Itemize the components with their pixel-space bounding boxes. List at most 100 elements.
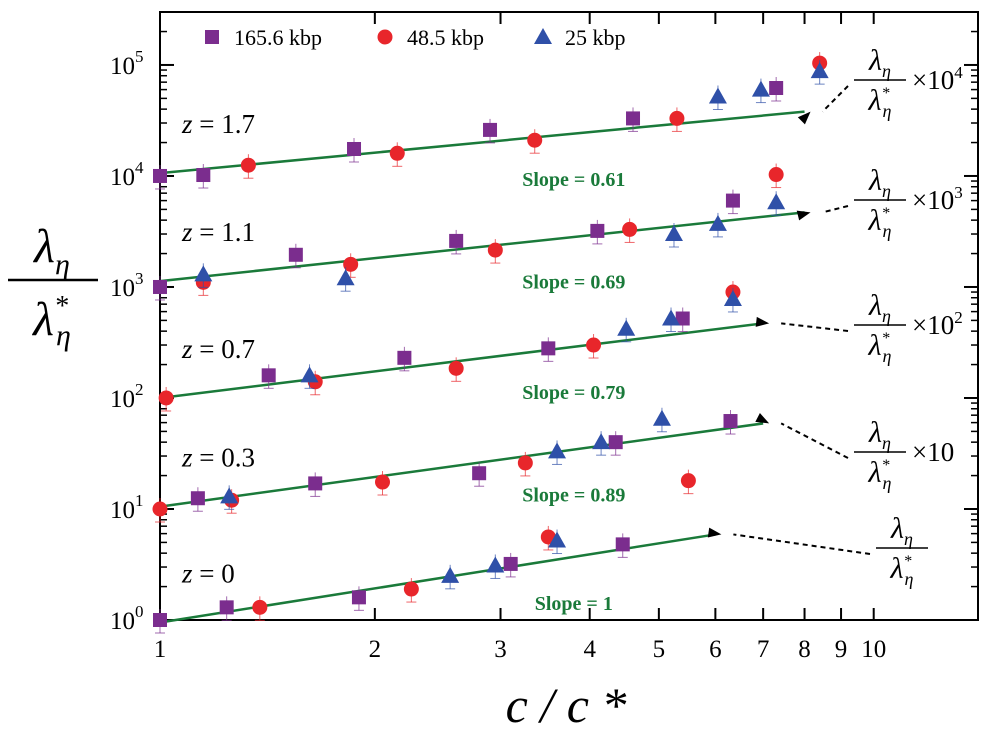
plot-frame — [159, 11, 979, 621]
x-tick-label: 7 — [757, 636, 770, 663]
x-tick-label: 10 — [861, 636, 886, 663]
legend-label: 25 kbp — [565, 25, 626, 50]
data-point — [240, 157, 256, 173]
data-point — [153, 613, 167, 627]
data-point — [441, 566, 460, 583]
x-tick-label: 8 — [798, 636, 811, 663]
slope-label: Slope = 0.79 — [522, 382, 625, 404]
y-tick-label: 100 — [110, 602, 144, 635]
y-axis-title: λη λ*η — [8, 220, 98, 352]
data-point — [548, 531, 567, 548]
annotation-denominator: λ*η — [868, 456, 892, 493]
x-tick-label: 2 — [369, 636, 382, 663]
annotation-numerator: λη — [868, 416, 891, 453]
z-label: z = 1.1 — [181, 217, 255, 247]
x-tick-label: 5 — [653, 636, 666, 663]
data-point — [472, 466, 487, 481]
data-point — [220, 487, 239, 504]
data-point — [590, 223, 605, 238]
data-point — [669, 110, 685, 126]
annotation-arrow-head — [797, 111, 811, 125]
y-axis-title-denominator: λ*η — [31, 291, 71, 352]
x-axis-title: c / c * — [506, 677, 627, 733]
data-point — [810, 62, 829, 79]
annotation-numerator: λη — [890, 512, 913, 549]
fit-line — [159, 211, 805, 283]
data-point — [767, 193, 786, 210]
data-point — [503, 556, 518, 571]
data-point — [347, 141, 362, 156]
data-point — [252, 599, 268, 615]
data-point — [527, 132, 543, 148]
annotation-numerator: λη — [868, 44, 891, 81]
data-point — [300, 366, 319, 383]
annotation-factor: ×104 — [912, 63, 963, 95]
data-point — [675, 311, 690, 326]
legend-marker — [377, 29, 393, 45]
annotation-arrow-line — [821, 85, 849, 113]
y-tick-label: 102 — [110, 380, 144, 413]
data-point — [448, 360, 464, 376]
legend-marker — [205, 30, 219, 44]
annotation-arrow-line — [733, 533, 871, 555]
z-label: z = 0 — [181, 558, 235, 588]
x-tick-label: 4 — [583, 636, 596, 663]
z-label: z = 1.7 — [181, 109, 255, 139]
data-point — [153, 279, 167, 294]
data-point — [308, 476, 323, 491]
data-point — [449, 233, 464, 248]
data-point — [261, 368, 276, 383]
data-point — [708, 87, 727, 104]
data-points — [152, 52, 829, 634]
annotation-factor: ×10 — [912, 437, 954, 467]
annotation-numerator: λη — [868, 164, 891, 201]
annotation-denominator: λ*η — [890, 552, 914, 589]
ratio-annotation: ληλ*η×103 — [796, 164, 963, 241]
fit-lines — [159, 110, 805, 624]
data-point — [190, 491, 205, 506]
data-point — [751, 80, 770, 97]
annotation-arrow-head — [707, 527, 722, 538]
ratio-annotation: ληλ*η×104 — [797, 44, 963, 125]
data-point — [375, 474, 391, 490]
slope-label: Slope = 0.69 — [522, 272, 625, 294]
data-point — [622, 221, 638, 237]
x-tick-label: 3 — [494, 636, 507, 663]
y-tick-label: 101 — [110, 491, 144, 524]
data-point — [153, 168, 167, 183]
data-point — [662, 309, 681, 326]
annotation-factor: ×103 — [912, 183, 963, 215]
z-label: z = 0.3 — [181, 443, 255, 473]
data-point — [196, 168, 211, 183]
slope-label: Slope = 0.89 — [522, 484, 625, 506]
data-point — [723, 289, 742, 306]
data-point — [219, 600, 234, 615]
data-point — [608, 435, 623, 450]
x-tick-label: 6 — [709, 636, 722, 663]
y-tick-label: 103 — [110, 269, 144, 302]
y-tick-label: 104 — [110, 158, 144, 191]
data-point — [652, 409, 671, 426]
data-point — [158, 390, 174, 406]
y-tick-label: 105 — [110, 47, 144, 80]
data-point — [343, 256, 359, 272]
fit-line — [159, 533, 716, 624]
data-point — [483, 122, 498, 137]
y-axis-title-numerator: λη — [32, 220, 70, 281]
data-point — [680, 473, 696, 489]
data-point — [626, 111, 641, 126]
data-point — [723, 414, 738, 429]
data-point — [615, 537, 630, 552]
data-point — [769, 81, 784, 96]
legend-marker — [534, 28, 552, 44]
annotation-arrow-line — [822, 205, 849, 214]
x-tick-label: 1 — [154, 636, 167, 663]
data-point — [486, 556, 505, 573]
data-point — [725, 193, 740, 208]
data-point — [397, 350, 412, 365]
data-point — [487, 242, 503, 258]
data-point — [664, 225, 683, 242]
